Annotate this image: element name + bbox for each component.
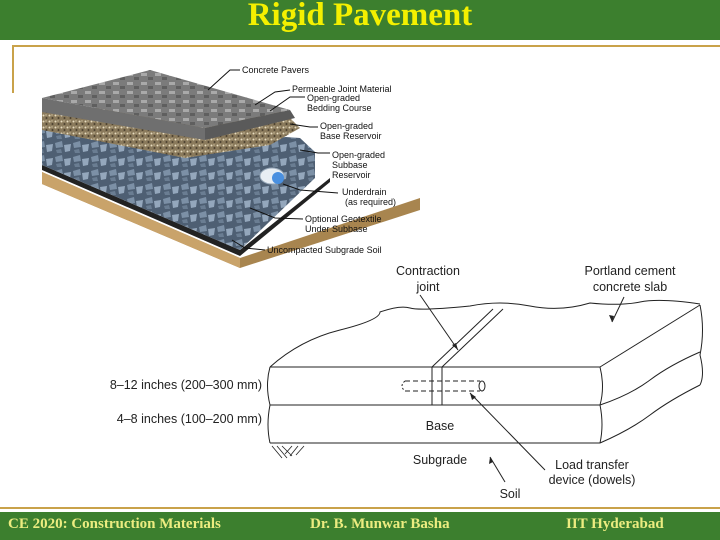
label-slab-thickness: 8–12 inches (200–300 mm) (110, 378, 262, 392)
frame-divider-left (12, 45, 14, 93)
label-contraction-2: joint (416, 280, 440, 294)
permeable-pavement-figure: Concrete Pavers Permeable Joint Material… (42, 65, 420, 268)
label-subbase-1: Open-graded (332, 150, 385, 160)
label-bedding-1: Open-graded (307, 93, 360, 103)
label-subbase-3: Reservoir (332, 170, 371, 180)
footer-institute: IIT Hyderabad (566, 516, 664, 532)
label-concrete-pavers: Concrete Pavers (242, 65, 310, 75)
label-geotextile-2: Under Subbase (305, 224, 368, 234)
label-permeable-joint: Permeable Joint Material (292, 84, 392, 94)
label-dowels-2: device (dowels) (549, 473, 636, 487)
title-bar: Rigid Pavement (0, 0, 720, 40)
footer-bar: CE 2020: Construction Materials Dr. B. M… (0, 512, 720, 540)
label-soil: Soil (500, 487, 521, 501)
label-underdrain-2: (as required) (345, 197, 396, 207)
frame-divider-top (12, 45, 720, 47)
rigid-pavement-section-figure: Contraction joint Portland cement concre… (110, 264, 703, 501)
label-subgrade: Subgrade (413, 453, 467, 467)
footer-divider (0, 507, 720, 509)
slide-title: Rigid Pavement (247, 0, 473, 33)
label-base-thickness: 4–8 inches (100–200 mm) (117, 412, 262, 426)
label-slab-2: concrete slab (593, 280, 667, 294)
label-dowels-1: Load transfer (555, 458, 629, 472)
footer-course: CE 2020: Construction Materials (8, 516, 221, 532)
label-geotextile-1: Optional Geotextile (305, 214, 382, 224)
label-base-1: Open-graded (320, 121, 373, 131)
label-base-2: Base Reservoir (320, 131, 382, 141)
label-subgrade-soil: Uncompacted Subgrade Soil (267, 245, 382, 255)
footer-author: Dr. B. Munwar Basha (310, 516, 450, 532)
label-slab-1: Portland cement (584, 264, 676, 278)
label-underdrain-1: Underdrain (342, 187, 387, 197)
label-subbase-2: Subbase (332, 160, 368, 170)
label-contraction-1: Contraction (396, 264, 460, 278)
label-base: Base (426, 419, 455, 433)
label-bedding-2: Bedding Course (307, 103, 372, 113)
